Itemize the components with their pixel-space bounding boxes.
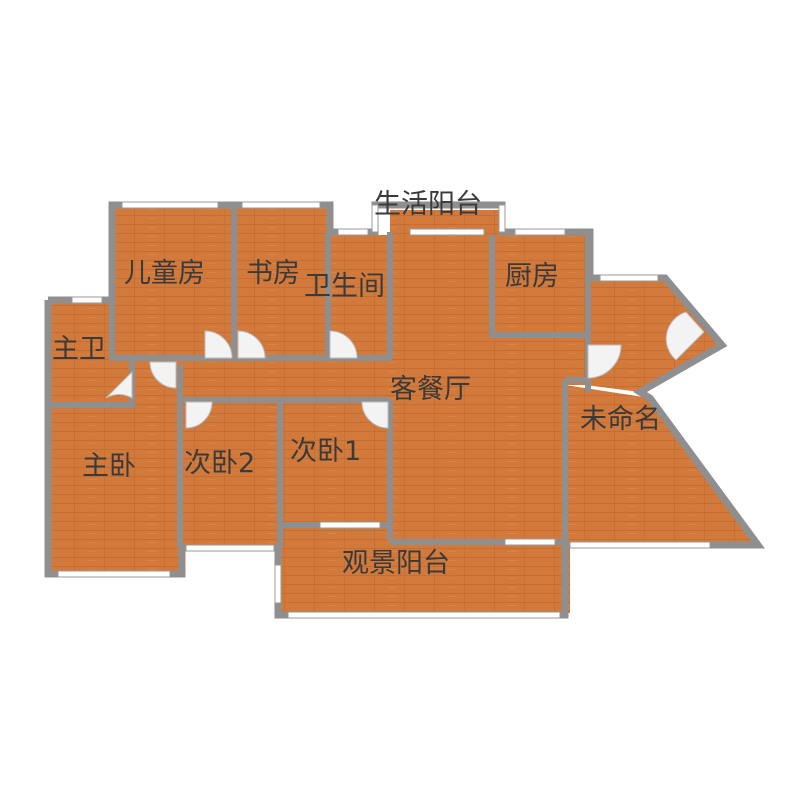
label-master-bath: 主卫 <box>52 334 106 365</box>
door-bathroom <box>329 330 358 359</box>
label-kitchen: 厨房 <box>505 261 559 292</box>
window-kitchen <box>514 228 566 236</box>
label-unnamed: 未命名 <box>580 404 661 435</box>
door-unnamed-left <box>587 344 622 379</box>
floor-master-bedroom <box>48 400 180 572</box>
label-view-balcony: 观景阳台 <box>342 548 450 579</box>
label-bathroom: 卫生间 <box>304 271 385 302</box>
door-bedroom-1 <box>361 401 389 429</box>
floor-unnamed-bottom <box>565 385 755 545</box>
label-study: 书房 <box>246 258 300 289</box>
window-service-side <box>371 204 379 233</box>
floor-areas <box>48 208 755 613</box>
window-study <box>241 201 321 209</box>
floor-corridor <box>130 355 392 405</box>
window-service-balcony <box>409 228 485 236</box>
wall-kitchen <box>489 235 585 338</box>
label-living-dining: 客餐厅 <box>390 374 471 405</box>
window-unnamed-bottom <box>569 541 711 549</box>
door-master-bedroom <box>149 361 177 389</box>
window-living <box>504 538 556 546</box>
door-master-bath <box>105 370 133 399</box>
label-master-bedroom: 主卧 <box>82 451 136 482</box>
windows <box>57 201 711 619</box>
window-unnamed-top <box>599 274 659 282</box>
window-bedroom-1 <box>319 521 381 529</box>
floor-kitchen <box>492 235 590 335</box>
wall-master-bath <box>48 300 135 408</box>
door-study <box>237 330 266 359</box>
floor-living-dining <box>390 235 585 545</box>
room-labels: 主卫 儿童房 书房 卫生间 生活阳台 厨房 客餐厅 未命名 主卧 次卧2 次卧1… <box>52 189 661 579</box>
window-master-bedroom <box>57 570 171 578</box>
label-bedroom-2: 次卧2 <box>184 448 255 479</box>
door-bedroom-2 <box>185 401 213 429</box>
window-master-bath <box>71 296 103 304</box>
window-view-balcony <box>287 611 561 619</box>
door-unnamed-right <box>665 311 705 361</box>
doors <box>105 311 705 429</box>
window-kids-room <box>121 201 219 209</box>
window-bathroom <box>337 228 369 236</box>
label-bedroom-1: 次卧1 <box>290 436 361 467</box>
wall-unnamed-notch <box>565 377 591 392</box>
label-kids-room: 儿童房 <box>124 258 205 289</box>
window-balcony-side <box>274 564 282 604</box>
window-bedroom-2 <box>185 544 275 552</box>
label-service-balcony: 生活阳台 <box>374 189 482 220</box>
door-kids-room <box>204 330 233 359</box>
window-service-side-2 <box>498 204 506 233</box>
floor-study <box>234 208 328 358</box>
